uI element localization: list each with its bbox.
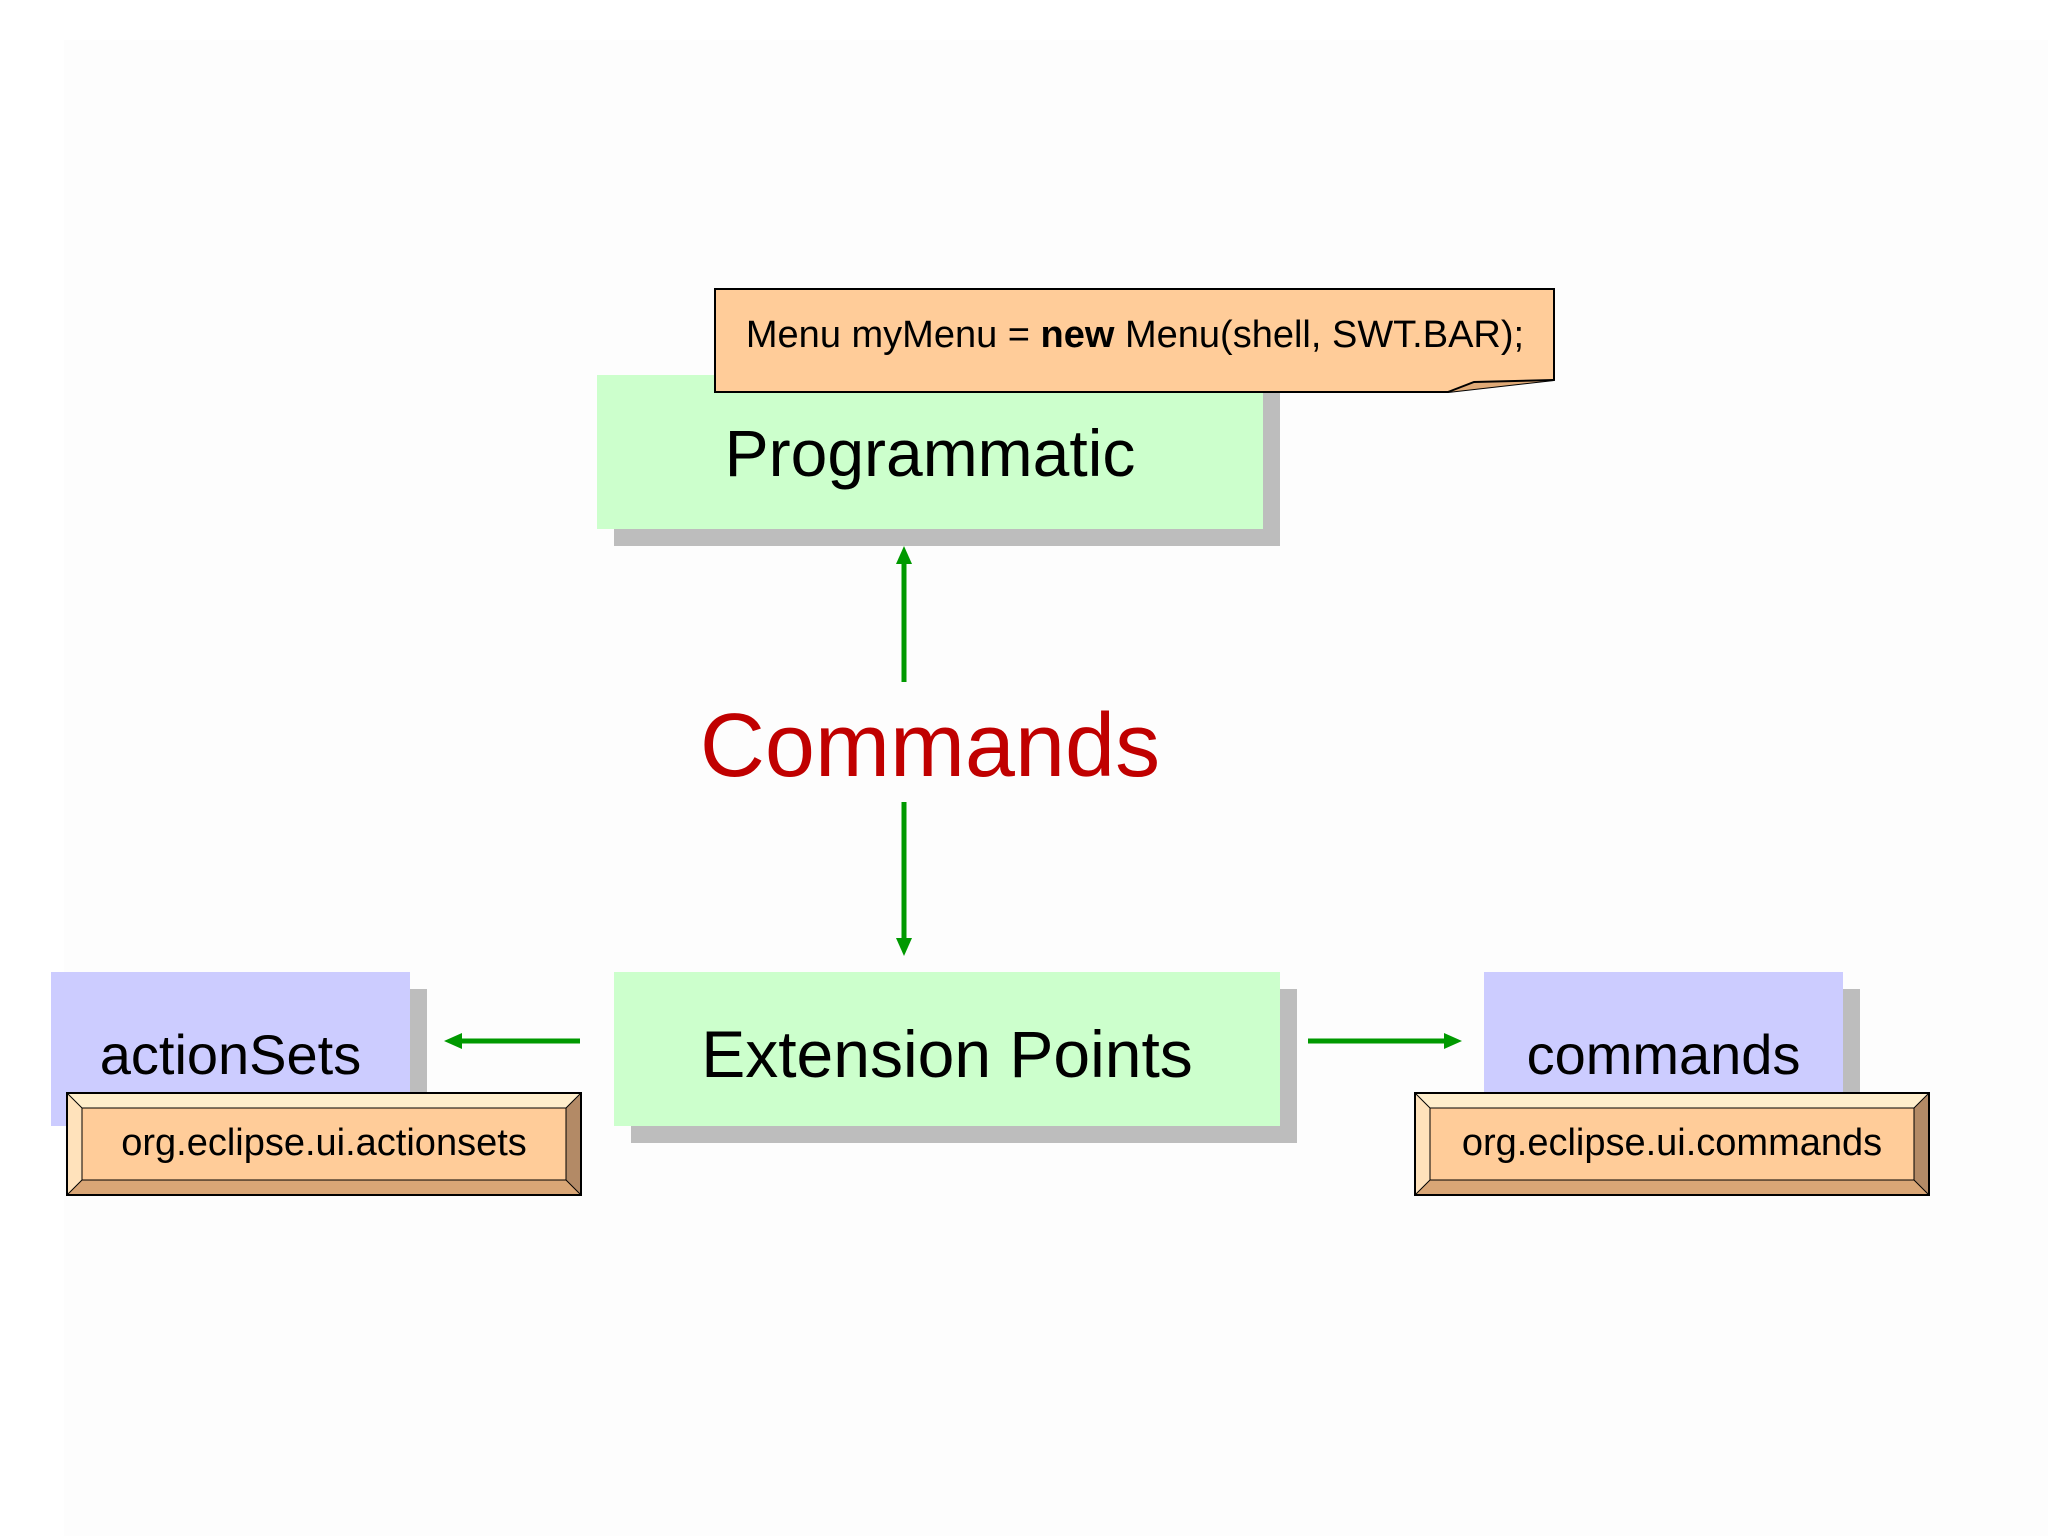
action-sets-id-tag-shape [66,1092,582,1196]
code-note-shape [714,288,1555,393]
code-note-keyword: new [1040,314,1115,356]
action-sets-id-tag: org.eclipse.ui.actionsets [66,1092,582,1196]
commands-id-tag-shape [1414,1092,1930,1196]
arrow-down-to-extension-points [896,802,912,956]
extension-points-box: Extension Points [614,972,1280,1126]
arrow-up-to-programmatic [896,546,912,682]
arrow-right-to-commands [1308,1033,1462,1049]
code-note-text: Menu myMenu = new Menu(shell, SWT.BAR); [718,314,1552,357]
commands-label: commands [1526,1023,1801,1086]
commands-id-tag: org.eclipse.ui.commands [1414,1092,1930,1196]
programmatic-label: Programmatic [724,416,1136,490]
commands-title: Commands [699,696,1161,796]
code-note-suffix: Menu(shell, SWT.BAR); [1114,314,1525,356]
action-sets-id-text: org.eclipse.ui.actionsets [121,1122,527,1164]
commands-id-text: org.eclipse.ui.commands [1461,1122,1883,1164]
programmatic-box: Programmatic [597,375,1263,529]
arrow-left-to-action-sets [444,1033,580,1049]
extension-points-label: Extension Points [701,1017,1193,1091]
action-sets-label: actionSets [99,1023,362,1086]
code-note: Menu myMenu = new Menu(shell, SWT.BAR); [714,288,1556,394]
code-note-prefix: Menu myMenu = [745,314,1041,356]
